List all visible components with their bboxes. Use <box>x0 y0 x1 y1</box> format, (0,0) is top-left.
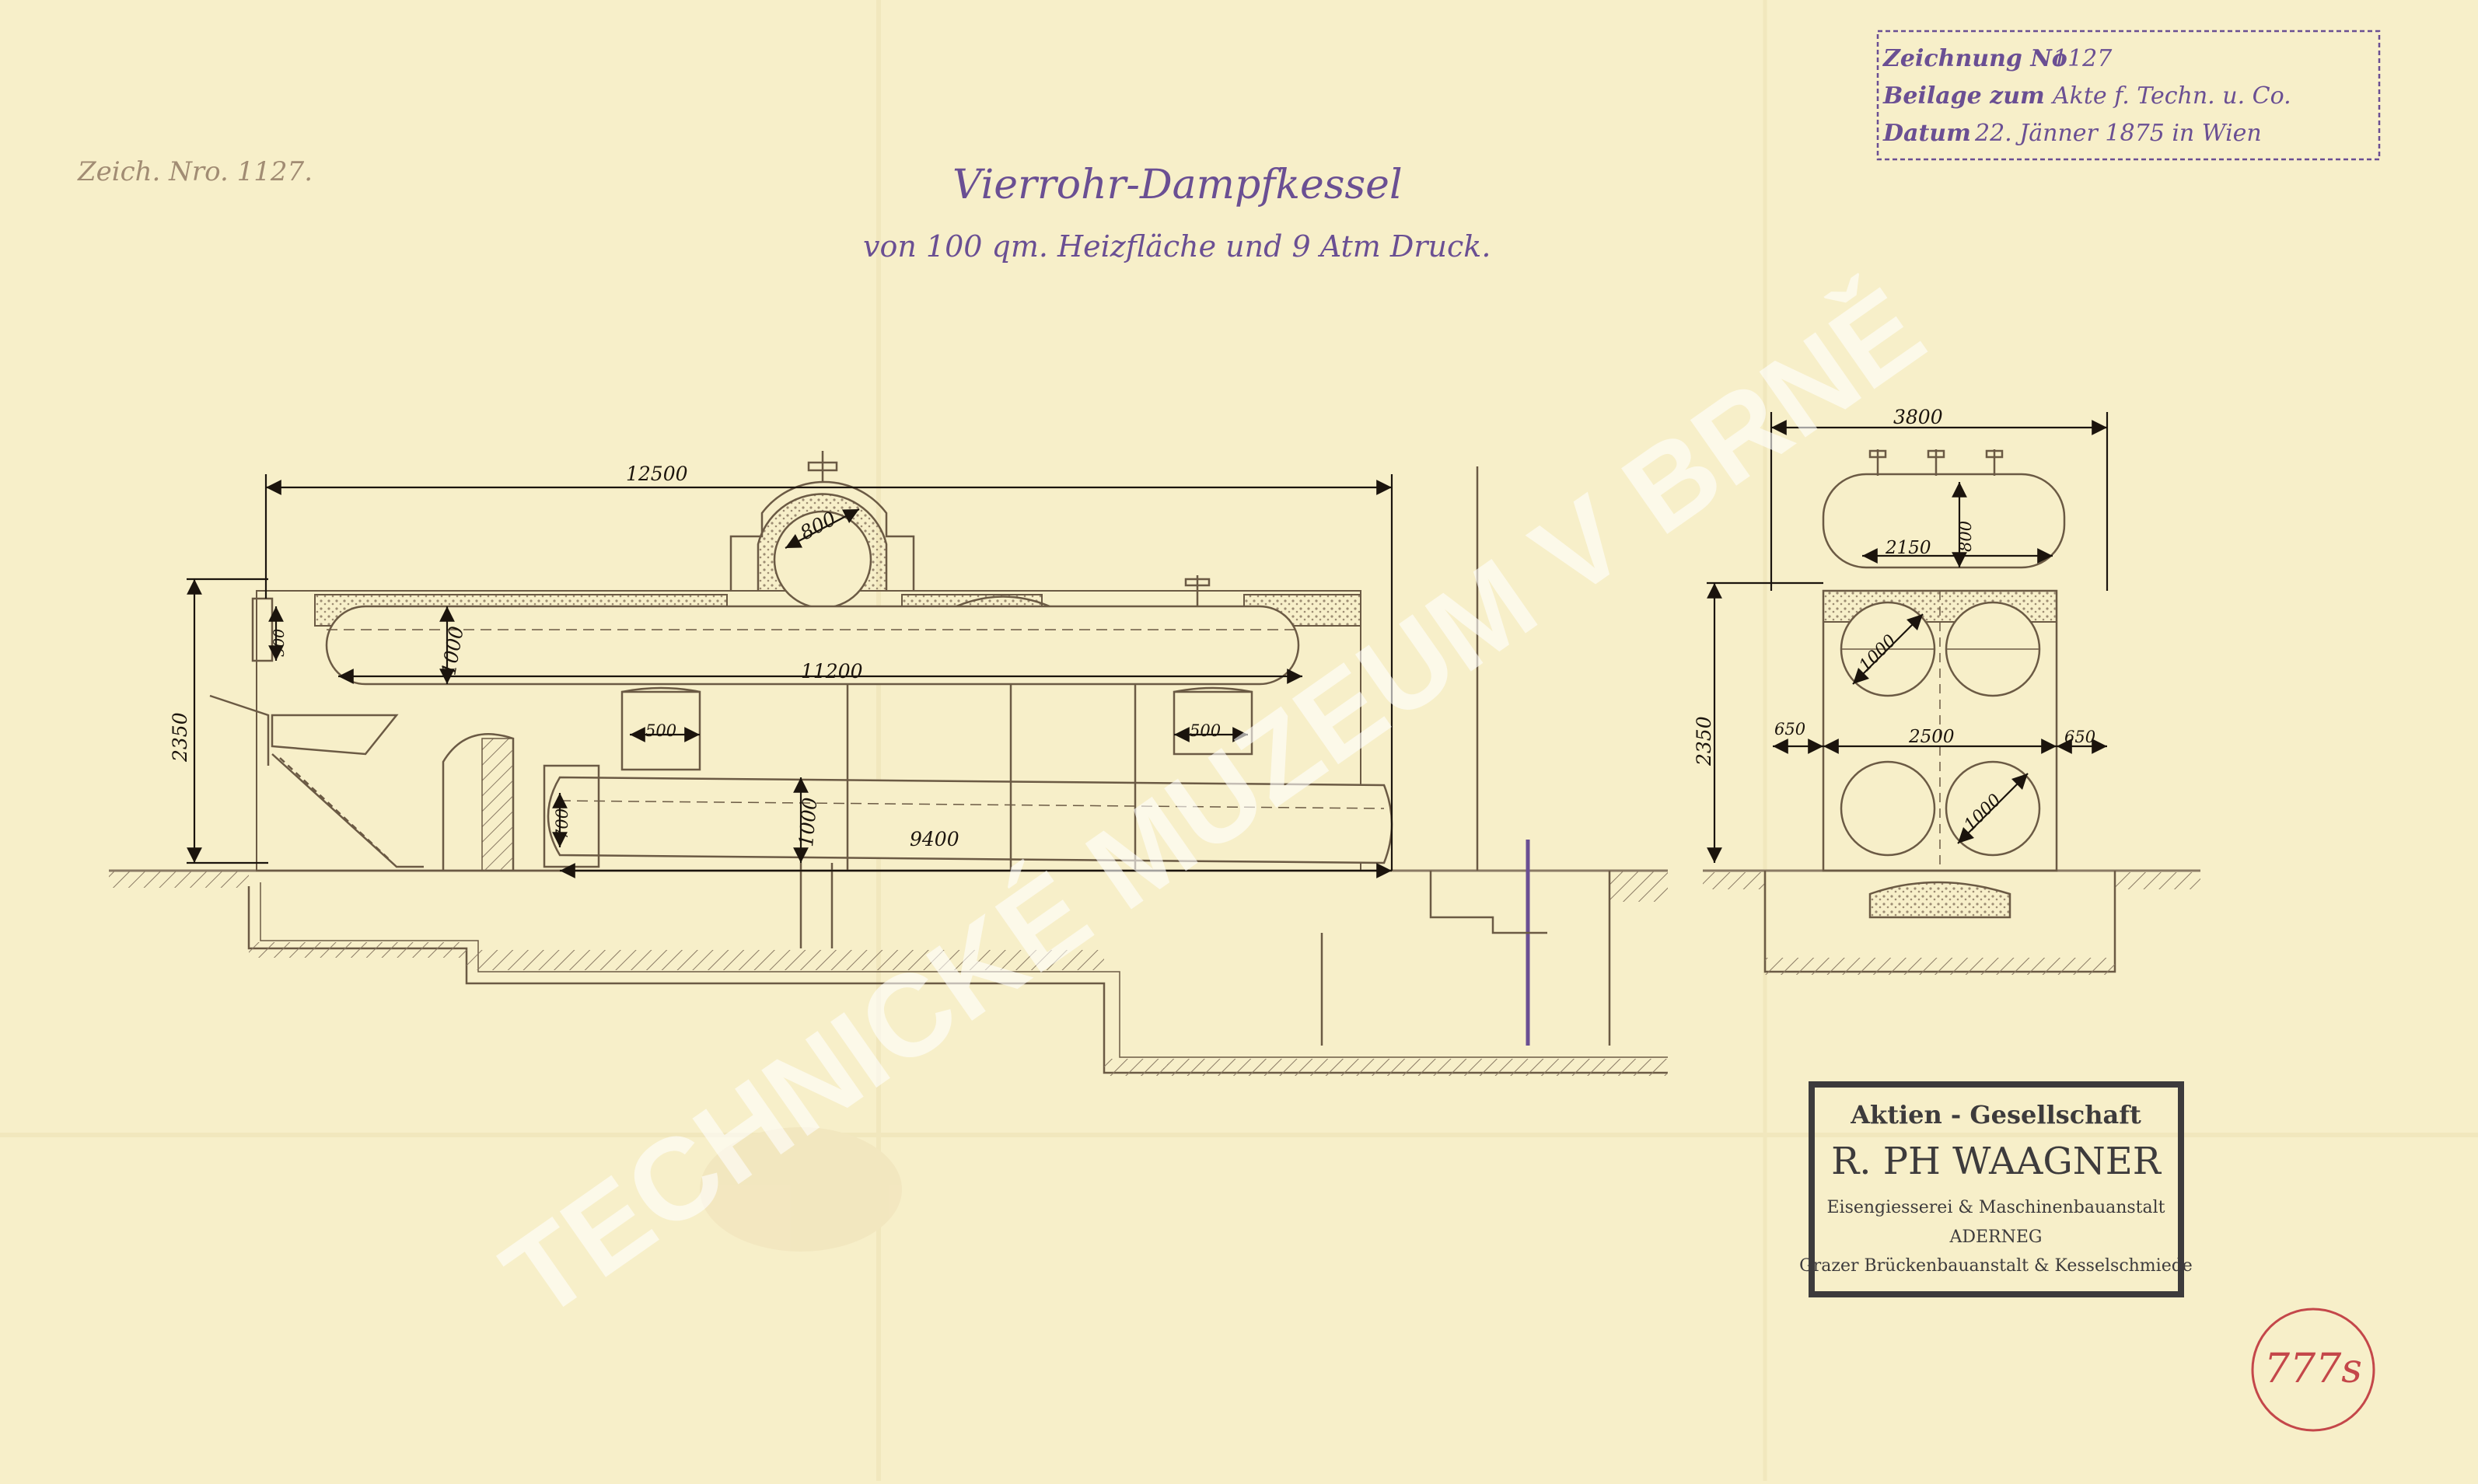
side-view-dim-labels: 12500 11200 9400 800 1000 1000 500 700 5… <box>169 463 1221 850</box>
archive-stamp-label-1: Zeichnung No <box>1882 45 2067 72</box>
company-stamp-line-3: Eisengiesserei & Maschinenbauanstalt <box>1826 1198 2165 1217</box>
drawing-reference: Zeich. Nro. 1127. <box>77 156 313 187</box>
company-stamp-line-1: Aktien - Gesellschaft <box>1850 1100 2141 1130</box>
company-stamp: Aktien - Gesellschaft R. PH WAAGNER Eise… <box>1799 1081 2193 1297</box>
dim-nozzle-right: 500 <box>1190 721 1221 740</box>
archive-stamp-value-3: 22. Jänner 1875 in Wien <box>1974 120 2262 147</box>
dim-lower-drum-length: 9400 <box>910 828 959 850</box>
archive-stamp-label-3: Datum <box>1882 120 1971 147</box>
dim-end-overall-width: 3800 <box>1893 406 1943 428</box>
dim-upper-drum-length: 11200 <box>801 660 863 683</box>
dim-right-wall: 650 <box>2064 728 2095 746</box>
archive-stamp: Zeichnung No 1127 Beilage zum Akte f. Te… <box>1876 30 2381 161</box>
dim-inner-width: 2500 <box>1908 727 1955 747</box>
inventory-number: 777s <box>2264 1346 2362 1392</box>
dim-end-height: 2350 <box>1693 716 1715 766</box>
dim-steam-drum-length: 2150 <box>1885 538 1931 558</box>
end-view <box>1703 449 2200 975</box>
dim-side-height: 2350 <box>169 712 191 763</box>
dim-small-nozzle: 500 <box>271 629 288 657</box>
archive-stamp-value-2: Akte f. Techn. u. Co. <box>2050 82 2291 110</box>
archive-stamp-value-1: 1127 <box>2053 45 2113 72</box>
inventory-stamp: 777s <box>2251 1308 2375 1432</box>
dim-overall-length: 12500 <box>626 463 688 485</box>
company-stamp-line-2: R. PH WAAGNER <box>1831 1140 2162 1183</box>
end-view-dimensions <box>1707 412 2109 863</box>
dim-steam-drum-diameter: 800 <box>1956 521 1975 552</box>
company-stamp-line-4: ADERNEG <box>1948 1227 2042 1247</box>
drawing-subtitle: von 100 qm. Heizfläche und 9 Atm Druck. <box>863 229 1491 264</box>
dim-lower-drum-diameter: 1000 <box>795 797 821 848</box>
company-stamp-line-5: Grazer Brückenbauanstalt & Kesselschmied… <box>1799 1256 2193 1276</box>
dim-left-wall: 650 <box>1774 720 1805 739</box>
dim-nozzle-left: 500 <box>645 721 676 740</box>
archive-stamp-label-2: Beilage zum <box>1882 82 2045 110</box>
drawing-title: Vierrohr-Dampfkessel <box>952 162 1403 208</box>
dim-lower-head: 700 <box>553 808 571 840</box>
side-view-dimensions <box>187 474 1393 878</box>
